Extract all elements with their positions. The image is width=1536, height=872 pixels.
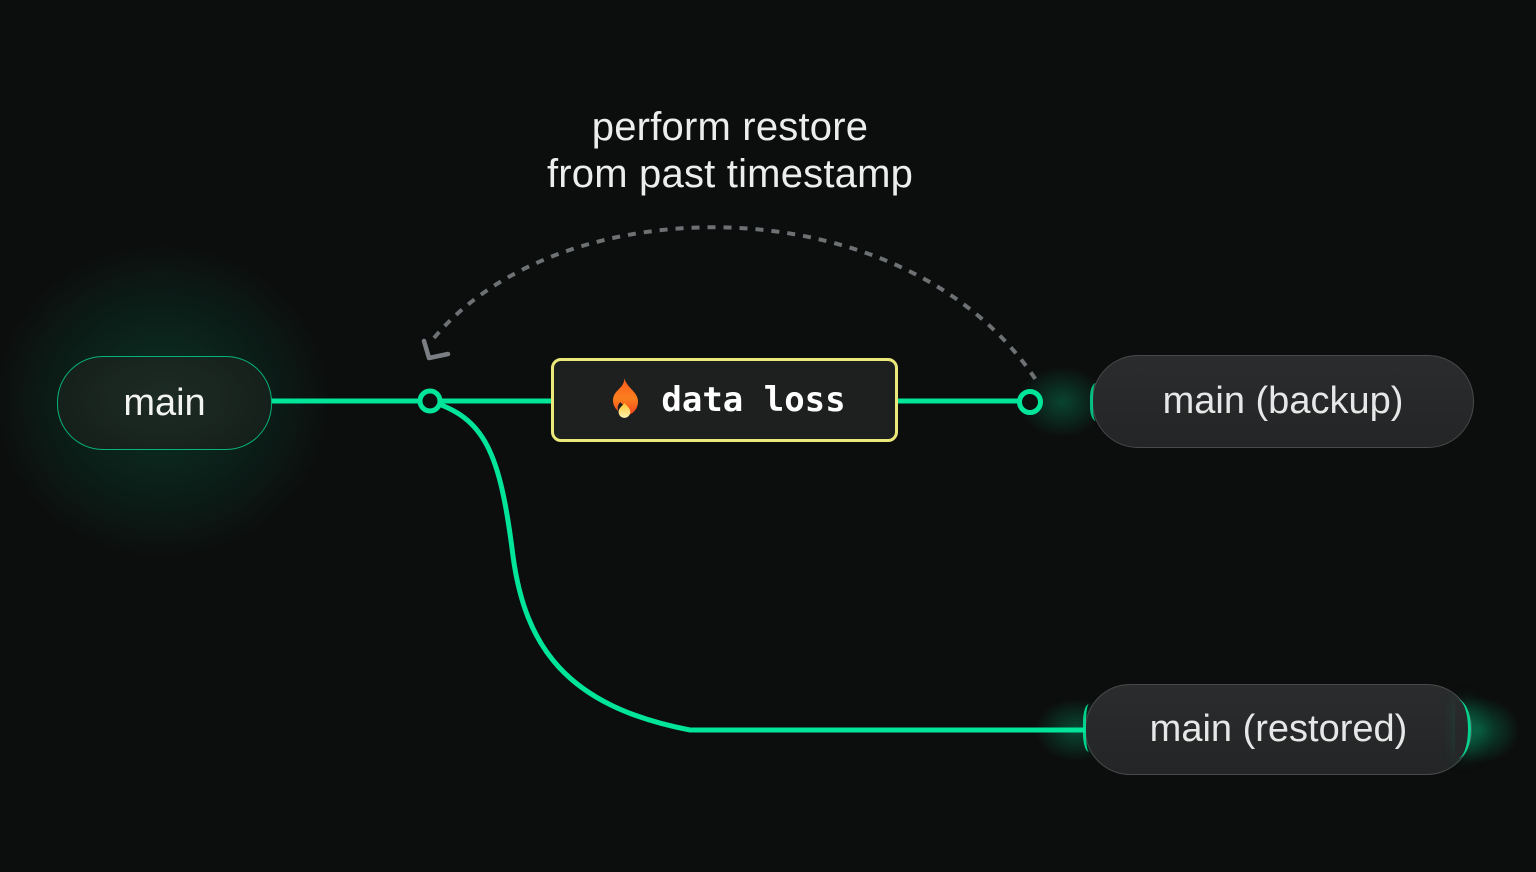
caption-line-1: perform restore <box>591 105 869 149</box>
restore-arc-dashed-line <box>432 225 1038 382</box>
data-loss-box: data loss <box>551 358 898 442</box>
node-main-restored: main (restored) <box>1085 684 1472 775</box>
node-main-restored-label: main (restored) <box>1149 708 1408 750</box>
node-main-backup: main (backup) <box>1092 355 1474 448</box>
caption: perform restore from past timestamp <box>380 104 1080 198</box>
data-loss-label: data loss <box>661 380 846 420</box>
branch-point-right-icon <box>1017 389 1043 415</box>
node-main-label: main <box>123 381 206 424</box>
fire-icon <box>603 377 645 423</box>
node-main: main <box>57 356 272 450</box>
arrowhead-icon <box>421 338 451 361</box>
caption-line-2: from past timestamp <box>546 152 914 196</box>
branch-point-left-icon <box>417 388 443 414</box>
node-main-backup-label: main (backup) <box>1162 380 1404 422</box>
restored-branch-line <box>427 398 1105 733</box>
